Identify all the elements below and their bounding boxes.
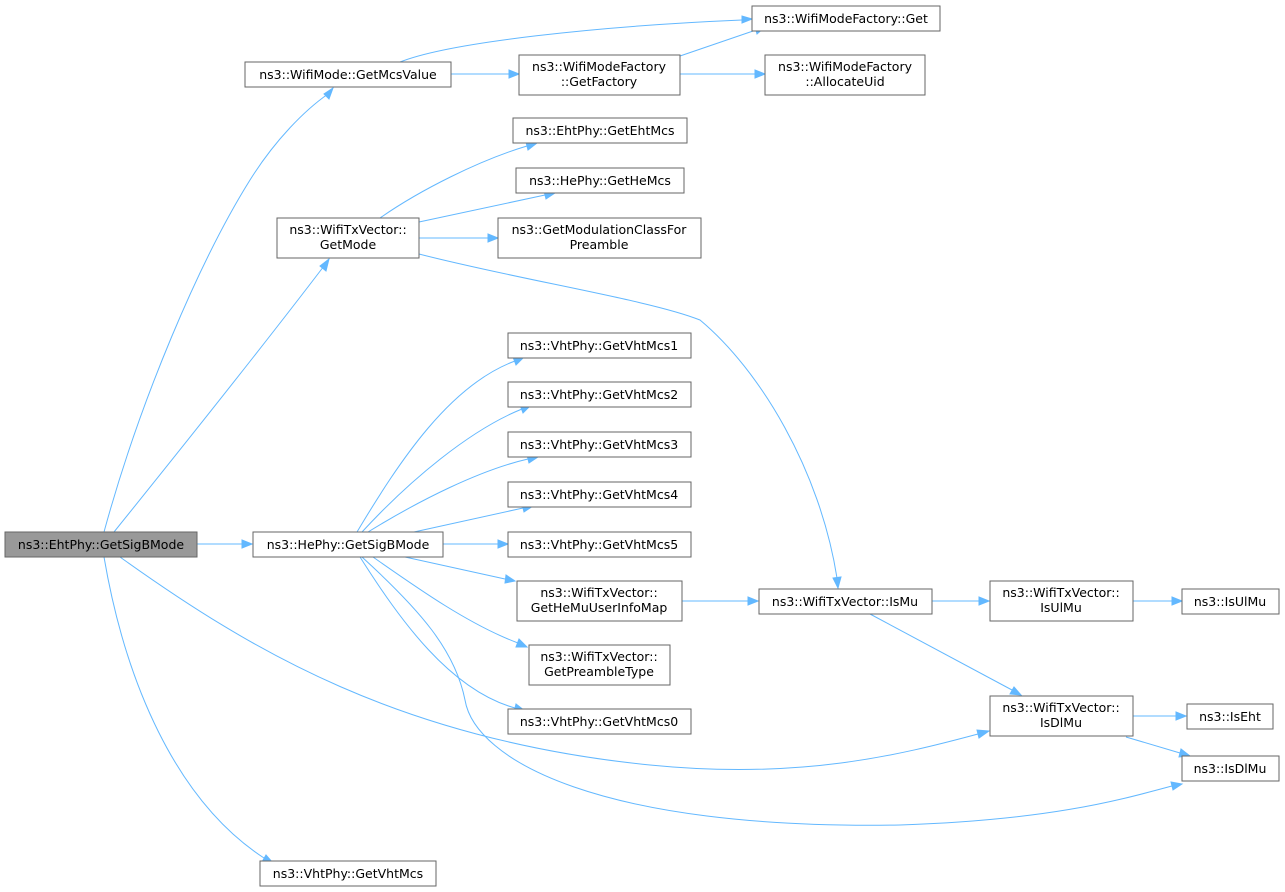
edge-getmode-to-ismu [418,253,842,590]
svg-text:ns3::WifiModeFactory::Get: ns3::WifiModeFactory::Get [764,11,928,26]
edge-hesigbmode-to-hemuuserinfomap [404,556,517,584]
svg-text:ns3::EhtPhy::GetSigBMode: ns3::EhtPhy::GetSigBMode [18,537,184,552]
svg-text:ns3::WifiTxVector::: ns3::WifiTxVector:: [289,222,406,237]
edge-getsigbmode-to-getmode [113,257,330,533]
edge-ehtsigbmode-to-isdlmu-tx [119,556,991,771]
svg-text:::GetFactory: ::GetFactory [561,74,638,89]
edge-getmcsvalue-to-factory-get [399,15,754,63]
node-vhtphy-getvhtmcs[interactable]: ns3::VhtPhy::GetVhtMcs [259,860,437,887]
node-getmodulationclassforpreamble[interactable]: ns3::GetModulationClassFor Preamble [497,217,702,259]
svg-text:ns3::WifiMode::GetMcsValue: ns3::WifiMode::GetMcsValue [259,67,437,82]
svg-text:ns3::WifiTxVector::: ns3::WifiTxVector:: [540,649,657,664]
node-vhtphy-getvhtmcs5[interactable]: ns3::VhtPhy::GetVhtMcs5 [507,531,692,558]
node-wifitxvector-isdlmu[interactable]: ns3::WifiTxVector:: IsDlMu [989,695,1134,737]
node-ehtphy-getehtmcs[interactable]: ns3::EhtPhy::GetEhtMcs [512,117,688,144]
node-vhtphy-getvhtmcs2[interactable]: ns3::VhtPhy::GetVhtMcs2 [507,381,692,408]
svg-text:ns3::VhtPhy::GetVhtMcs1: ns3::VhtPhy::GetVhtMcs1 [520,338,678,353]
svg-text:ns3::WifiModeFactory: ns3::WifiModeFactory [778,59,913,74]
edge-ismu-to-isulmu-tx [932,596,991,606]
edge-isdlmu-tx-to-iseht [1133,711,1188,721]
svg-text:GetHeMuUserInfoMap: GetHeMuUserInfoMap [531,600,668,615]
svg-text:ns3::HePhy::GetHeMcs: ns3::HePhy::GetHeMcs [529,173,671,188]
svg-text:ns3::WifiTxVector::IsMu: ns3::WifiTxVector::IsMu [772,594,918,609]
svg-text:ns3::VhtPhy::GetVhtMcs4: ns3::VhtPhy::GetVhtMcs4 [520,487,678,502]
svg-text:ns3::IsUlMu: ns3::IsUlMu [1194,594,1266,609]
node-vhtphy-getvhtmcs4[interactable]: ns3::VhtPhy::GetVhtMcs4 [507,481,692,508]
edge-getmode-to-gethemcs [418,190,557,223]
svg-text:ns3::WifiModeFactory: ns3::WifiModeFactory [532,59,667,74]
svg-text:ns3::WifiTxVector::: ns3::WifiTxVector:: [1002,700,1119,715]
node-wifimodefactory-get[interactable]: ns3::WifiModeFactory::Get [751,5,941,32]
svg-text:ns3::VhtPhy::GetVhtMcs3: ns3::VhtPhy::GetVhtMcs3 [520,437,678,452]
edge-ehtsigbmode-to-hesigbmode [197,539,254,549]
svg-text:ns3::HePhy::GetSigBMode: ns3::HePhy::GetSigBMode [267,537,430,552]
node-iseht[interactable]: ns3::IsEht [1186,703,1274,730]
node-hephy-gethemcs[interactable]: ns3::HePhy::GetHeMcs [515,167,685,194]
svg-text:IsUlMu: IsUlMu [1040,600,1082,615]
svg-text:ns3::WifiTxVector::: ns3::WifiTxVector:: [540,585,657,600]
node-wifitxvector-getmode[interactable]: ns3::WifiTxVector:: GetMode [276,217,420,259]
node-wifitxvector-gethemuuserinfomap[interactable]: ns3::WifiTxVector:: GetHeMuUserInfoMap [516,580,683,622]
node-hephy-getsigbmode[interactable]: ns3::HePhy::GetSigBMode [252,531,444,558]
svg-text:Preamble: Preamble [570,237,629,252]
svg-text:ns3::IsDlMu: ns3::IsDlMu [1194,761,1267,776]
svg-text:ns3::VhtPhy::GetVhtMcs2: ns3::VhtPhy::GetVhtMcs2 [520,387,678,402]
node-isdlmu[interactable]: ns3::IsDlMu [1181,755,1280,782]
node-vhtphy-getvhtmcs1[interactable]: ns3::VhtPhy::GetVhtMcs1 [507,332,692,359]
edge-getfactory-to-allocateuid [680,69,767,79]
edge-hesigbmode-to-preambletype [372,556,529,648]
node-wifitxvector-isulmu[interactable]: ns3::WifiTxVector:: IsUlMu [989,580,1134,622]
svg-text:ns3::EhtPhy::GetEhtMcs: ns3::EhtPhy::GetEhtMcs [525,123,674,138]
node-vhtphy-getvhtmcs3[interactable]: ns3::VhtPhy::GetVhtMcs3 [507,431,692,458]
svg-text:::AllocateUid: ::AllocateUid [805,74,884,89]
edge-getsigbmode-to-getmcsvalue [103,86,334,533]
node-wifitxvector-getpreambletype[interactable]: ns3::WifiTxVector:: GetPreambleType [528,644,671,686]
edge-ismu-to-isdlmu-tx [869,613,1023,696]
node-vhtphy-getvhtmcs0[interactable]: ns3::VhtPhy::GetVhtMcs0 [507,708,692,735]
svg-text:ns3::IsEht: ns3::IsEht [1199,709,1261,724]
svg-text:ns3::VhtPhy::GetVhtMcs5: ns3::VhtPhy::GetVhtMcs5 [520,537,678,552]
edge-getmode-to-getehtmcs [379,141,539,219]
edge-hesigbmode-to-vhtmcs1 [356,356,526,533]
svg-text:ns3::VhtPhy::GetVhtMcs: ns3::VhtPhy::GetVhtMcs [273,866,423,881]
svg-text:ns3::GetModulationClassFor: ns3::GetModulationClassFor [512,222,688,237]
node-wifimodefactory-allocateuid[interactable]: ns3::WifiModeFactory ::AllocateUid [764,54,926,96]
node-ehtphy-getsigbmode[interactable]: ns3::EhtPhy::GetSigBMode [4,531,198,558]
edge-hesigbmode-to-vhtmcs0 [359,556,527,713]
node-isulmu[interactable]: ns3::IsUlMu [1181,588,1280,615]
nodes: ns3::EhtPhy::GetSigBMode ns3::WifiMode::… [4,5,1280,887]
node-wifitxvector-ismu[interactable]: ns3::WifiTxVector::IsMu [758,588,933,615]
edge-hemuuserinfomap-to-ismu [682,596,760,606]
edge-hesigbmode-to-vhtmcs4 [413,503,535,533]
edge-hesigbmode-to-isdlmu [361,556,1184,826]
edge-ehtsigbmode-to-getvhtmcs [103,556,275,864]
edge-isulmu-tx-to-isulmu [1133,596,1184,606]
edge-hesigbmode-to-vhtmcs2 [361,404,533,533]
svg-text:GetMode: GetMode [320,237,377,252]
edge-hesigbmode-to-vhtmcs5 [443,539,510,549]
svg-text:ns3::WifiTxVector::: ns3::WifiTxVector:: [1002,585,1119,600]
edge-getmcsvalue-to-getfactory [451,69,521,79]
edge-isdlmu-tx-to-isdlmu [1125,736,1192,758]
node-wifimodefactory-getfactory[interactable]: ns3::WifiModeFactory ::GetFactory [518,54,681,96]
svg-text:IsDlMu: IsDlMu [1040,715,1082,730]
svg-text:ns3::VhtPhy::GetVhtMcs0: ns3::VhtPhy::GetVhtMcs0 [520,714,678,729]
edge-getmode-to-getmodclass [419,233,500,243]
svg-text:GetPreambleType: GetPreambleType [544,664,654,679]
node-wifimode-getmcsvalue[interactable]: ns3::WifiMode::GetMcsValue [244,61,452,88]
